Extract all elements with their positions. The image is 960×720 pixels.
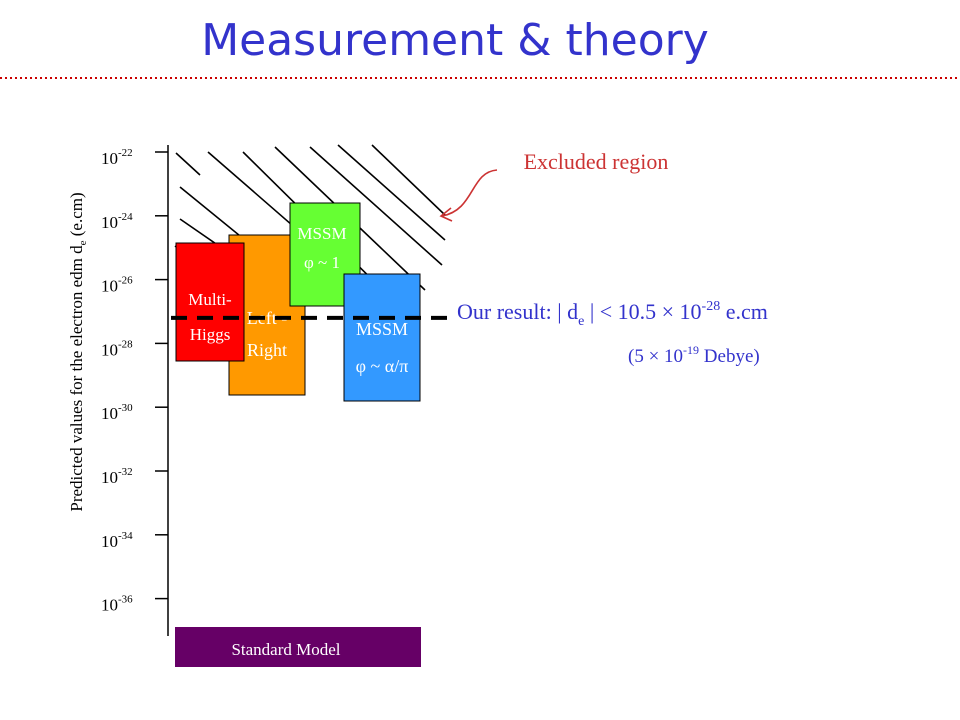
model-box-multi-higgs	[175, 242, 245, 362]
y-tick-label: 10-28	[101, 338, 133, 359]
y-tick-label: 10-26	[101, 275, 133, 296]
model-label-multi-higgs: Multi-	[188, 290, 232, 309]
result-label: Our result: | de | < 10.5 × 10-28 e.cm	[457, 299, 768, 329]
standard-model-label: Standard Model	[231, 640, 340, 659]
y-axis-label: Predicted values for the electron edm de…	[67, 192, 89, 511]
hatch-line	[337, 144, 446, 241]
model-label-mssm-1: φ ~ 1	[304, 253, 340, 272]
y-tick-label: 10-34	[101, 530, 133, 551]
model-label-multi-higgs: Higgs	[190, 325, 231, 344]
y-tick-label: 10-24	[101, 211, 133, 232]
y-tick-label: 10-30	[101, 402, 133, 423]
y-tick-label: 10-22	[101, 147, 133, 168]
standard-model-bar	[175, 627, 421, 667]
hatch-line	[371, 144, 446, 216]
hatch-line	[309, 146, 443, 266]
excluded-region-arrow	[441, 169, 498, 217]
excluded-region-arrowhead	[439, 207, 453, 222]
y-tick-label: 10-32	[101, 466, 133, 487]
model-label-mssm-1: MSSM	[297, 224, 346, 243]
model-label-mssm-alpha: MSSM	[356, 319, 408, 339]
excluded-region-label: Excluded region	[524, 149, 669, 174]
slide-title: Measurement & theory	[201, 15, 709, 66]
model-boxes: Left - Right Multi- Higgs MSSM φ ~ 1 MSSM φ ~ α…	[175, 202, 421, 402]
model-label-mssm-alpha: φ ~ α/π	[356, 356, 409, 376]
y-axis-ticks: 10-22 10-24 10-26 10-28 10-30 10-32 10-34 10-36	[101, 147, 168, 615]
result-debye-label: (5 × 10-19 Debye)	[628, 343, 760, 367]
model-label-left-right: Left -	[247, 308, 287, 328]
y-tick-label: 10-36	[101, 594, 133, 615]
hatch-line	[175, 152, 201, 176]
model-label-left-right: Right	[247, 340, 287, 360]
model-box-mssm-alpha	[343, 273, 421, 402]
